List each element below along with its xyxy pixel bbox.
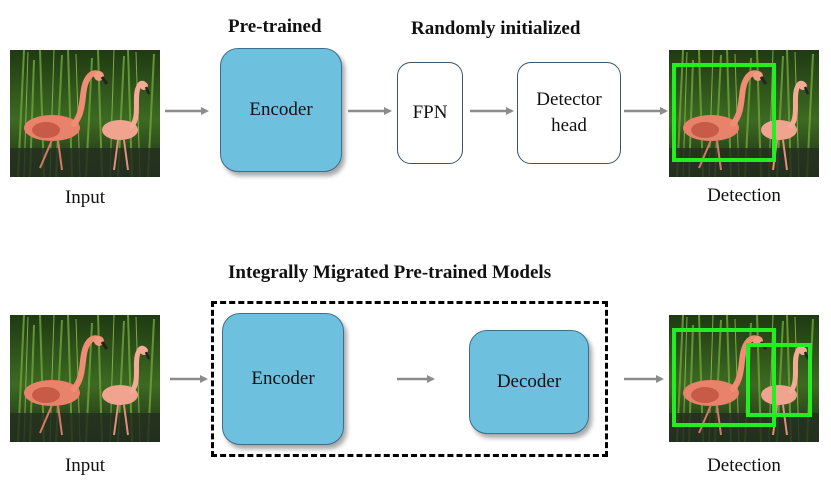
input-caption-bottom: Input bbox=[64, 455, 106, 476]
decoder-box: Decoder bbox=[469, 330, 589, 434]
detection-box-right bbox=[746, 343, 812, 417]
detector-head-box: Detector head bbox=[517, 62, 621, 164]
input-caption-top: Input bbox=[64, 187, 106, 208]
detection-image-top bbox=[669, 50, 819, 177]
encoder-label-top: Encoder bbox=[249, 99, 313, 120]
detector-head-label: Detector head bbox=[536, 89, 602, 136]
detection-box bbox=[672, 63, 776, 162]
encoder-label-bottom: Encoder bbox=[251, 368, 315, 389]
imp-dashed-frame bbox=[211, 301, 608, 457]
arrow-icon bbox=[170, 375, 208, 383]
encoder-box-top: Encoder bbox=[220, 48, 342, 172]
detection-caption-bottom: Detection bbox=[707, 455, 781, 476]
fpn-label: FPN bbox=[412, 102, 448, 124]
fpn-box: FPN bbox=[397, 62, 463, 164]
arrow-icon bbox=[624, 375, 664, 383]
encoder-box-bottom: Encoder bbox=[222, 313, 344, 445]
arrow-icon bbox=[397, 375, 435, 383]
arrow-icon bbox=[624, 107, 668, 115]
detection-image-bottom bbox=[669, 315, 819, 442]
arrow-icon bbox=[348, 107, 392, 115]
input-image-bottom bbox=[10, 315, 160, 442]
imp-heading: Integrally Migrated Pre-trained Models bbox=[228, 262, 552, 283]
random-init-heading: Randomly initialized bbox=[411, 18, 581, 39]
detection-caption-top: Detection bbox=[707, 185, 781, 206]
pretrained-heading: Pre-trained bbox=[228, 16, 322, 37]
decoder-label: Decoder bbox=[496, 371, 562, 392]
input-image-top bbox=[10, 50, 160, 177]
detection-box-left bbox=[672, 328, 776, 427]
arrow-icon bbox=[470, 107, 514, 115]
arrow-icon bbox=[165, 107, 209, 115]
